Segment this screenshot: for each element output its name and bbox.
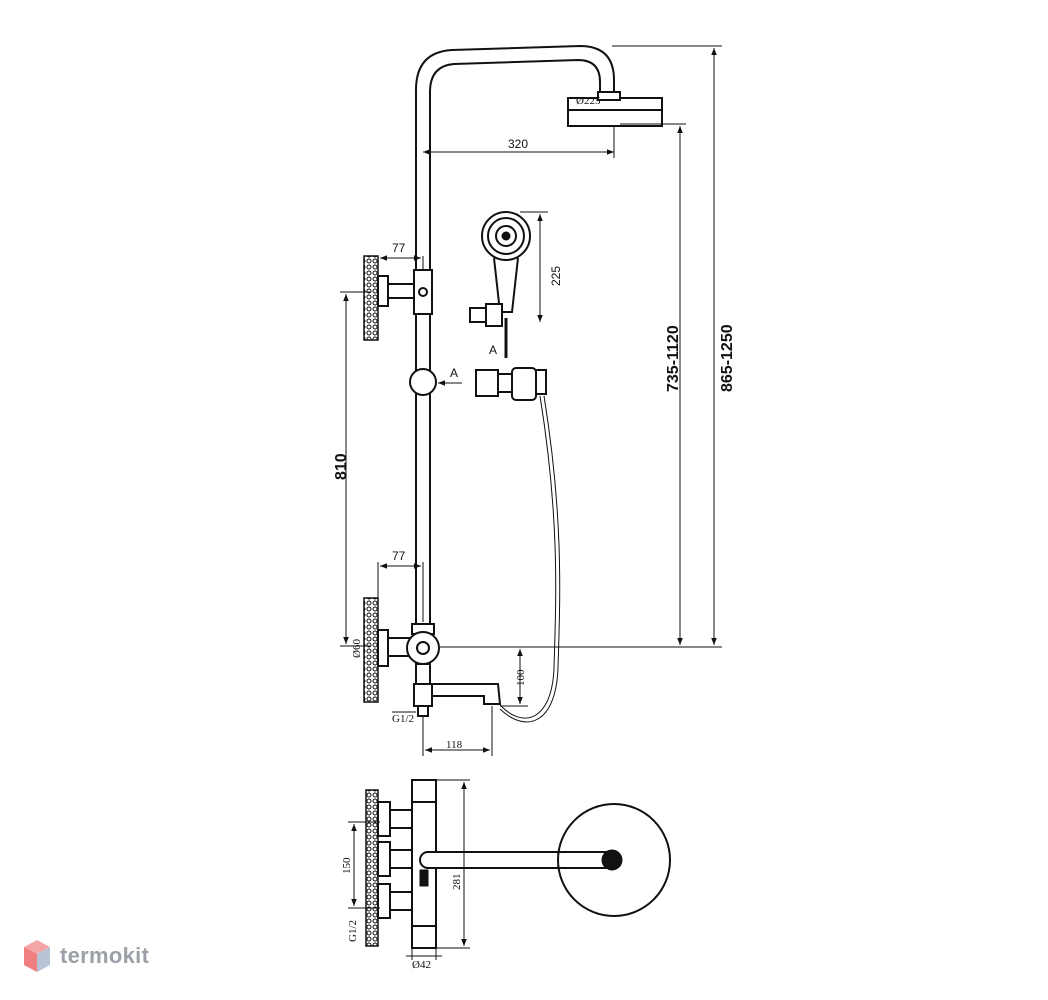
riser-pipe [415,44,615,640]
hand-shower-length-label: 225 [549,266,563,286]
hand-shower-holder [475,367,547,401]
top-wall-bracket [363,255,433,341]
total-height-label: 865-1250 [719,324,736,392]
top-bracket-offset-label: 77 [392,241,406,255]
arrow-a-label: A [450,366,458,380]
overhead-shower-head [567,91,663,127]
shower-hose [499,395,557,719]
plan-inlet-spacing-label: 150 [341,857,353,874]
holder-view-a-label: A [489,343,497,357]
bottom-bracket-offset-label: 77 [392,549,406,563]
plan-upper-connector [377,801,413,837]
side-view: Ø225 320 735-1120 865-1250 77 810 [333,44,736,756]
slider-knob [409,368,437,396]
brand-name: termokit [60,943,150,968]
spout-length-label: 118 [446,739,463,751]
hand-shower [469,211,531,358]
plan-body-length-label: 281 [451,874,463,891]
bar-height-label: 810 [333,453,350,480]
arm-length-label: 320 [508,137,528,151]
inlet-thread-label: G1/2 [392,713,414,725]
adjust-height-label: 735-1120 [665,325,682,392]
plan-view: 150 281 G1/2 Ø42 [341,779,671,971]
brand-logo: termokit [22,936,149,976]
mixer-diameter-label: Ø60 [351,639,363,658]
mixer-body [406,623,440,717]
head-diameter-label: Ø225 [576,95,601,107]
plan-thread-label: G1/2 [347,920,359,942]
bottom-wall-bracket [363,597,413,703]
plan-shower-head [557,803,671,917]
plan-middle-connector [377,841,413,877]
plan-lower-connector [377,883,413,919]
hexagon-cube-icon [24,940,50,972]
spout-height-label: 100 [515,669,527,686]
plan-body-diameter-label: Ø42 [412,959,431,971]
bath-spout [431,683,502,705]
plan-riser-pipe [419,851,615,869]
